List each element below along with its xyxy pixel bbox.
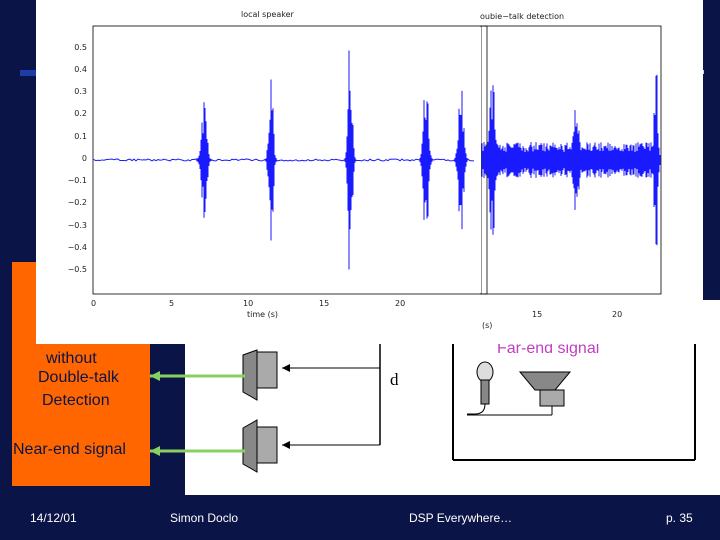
- footer-page: p. 35: [666, 511, 693, 525]
- xtick: 5: [169, 299, 174, 308]
- near-end-signal-label: Near-end signal: [13, 440, 126, 459]
- overlap-cover: [476, 27, 481, 293]
- green-arrowhead-top: [150, 371, 160, 381]
- signal-plots-svg: [36, 0, 703, 344]
- xtick: 20: [395, 299, 405, 308]
- signal-burst: [651, 75, 661, 245]
- title-rule-left: [20, 70, 36, 76]
- xtick: 15: [319, 299, 329, 308]
- signal-burst: [265, 80, 277, 241]
- d-label: d: [390, 370, 399, 390]
- wire-arrowhead-bottom: [282, 441, 290, 449]
- wire-arrowhead-top: [282, 364, 290, 372]
- footer-title: DSP Everywhere…: [409, 511, 512, 525]
- footer-date: 14/12/01: [30, 511, 77, 525]
- right-signal-trace: [482, 75, 661, 245]
- signal-burst: [344, 50, 356, 269]
- xtick: 10: [243, 299, 253, 308]
- microphone-icon: [467, 362, 493, 414]
- signal-burst: [419, 100, 433, 220]
- signal-burst: [454, 91, 468, 229]
- xtick: 0: [91, 299, 96, 308]
- signal-burst: [568, 110, 584, 210]
- signal-burst: [196, 102, 212, 218]
- signal-burst: [484, 85, 500, 234]
- orange-line-detection: Detection: [42, 391, 110, 410]
- plot-window: local speaker oubie−talk detection 0.5 0…: [36, 0, 703, 344]
- left-signal-baseline: [94, 159, 474, 161]
- left-xlabel: time (s): [247, 310, 278, 319]
- orange-line-double-talk: Double-talk: [38, 368, 119, 387]
- footer-author: Simon Doclo: [170, 511, 238, 525]
- xtick: 15: [532, 310, 542, 319]
- left-signal-trace: [94, 50, 474, 269]
- xtick: 20: [612, 310, 622, 319]
- orange-line-without: without: [46, 349, 97, 368]
- right-xlabel: (s): [482, 321, 492, 330]
- green-arrowhead-bottom: [150, 446, 160, 456]
- green-arrows: [150, 360, 250, 460]
